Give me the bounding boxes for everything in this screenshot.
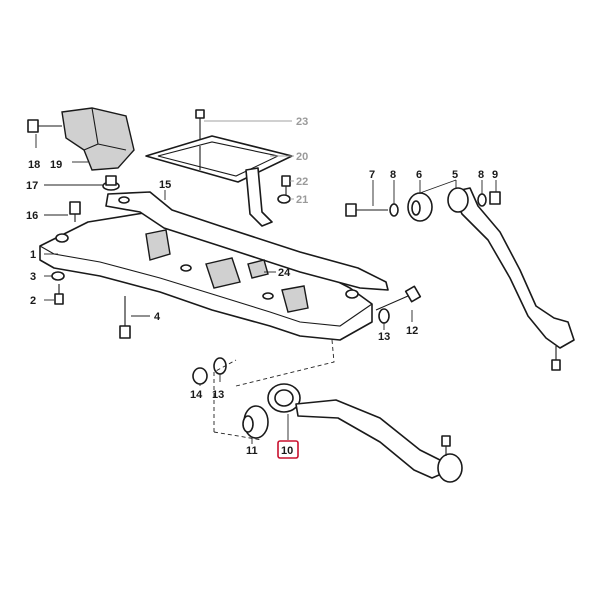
callout-22: 22 xyxy=(296,176,308,188)
leader-lines xyxy=(35,120,497,444)
callout-17: 17 xyxy=(26,180,38,192)
callout-6: 6 xyxy=(416,169,422,181)
fasteners-left xyxy=(51,175,131,339)
bolt-18-part xyxy=(27,119,62,133)
highlight-box xyxy=(277,440,299,459)
bolt-22-part xyxy=(277,175,291,204)
callout-20: 20 xyxy=(296,151,308,163)
fasteners-right xyxy=(375,285,422,324)
callout-10: 10 xyxy=(281,445,293,457)
callout-21: 21 xyxy=(296,194,308,206)
callout-15: 15 xyxy=(159,179,171,191)
strut-part xyxy=(105,191,389,291)
callout-16: 16 xyxy=(26,210,38,222)
callout-14: 14 xyxy=(190,389,203,401)
assembly-dashes xyxy=(213,339,335,441)
callout-11: 11 xyxy=(246,445,258,457)
callout-3: 3 xyxy=(30,271,36,283)
crossmember-part xyxy=(39,211,373,341)
callout-1: 1 xyxy=(30,249,36,261)
mount-24-part xyxy=(247,259,269,279)
callout-4: 4 xyxy=(154,311,161,323)
control-arm-lower-part xyxy=(192,357,463,483)
callout-labels: 1 2 3 4 5 6 7 8 8 9 10 11 12 13 13 14 15… xyxy=(26,116,498,457)
callout-24: 24 xyxy=(278,267,291,279)
cover-plate-part xyxy=(145,109,293,227)
callout-8b: 8 xyxy=(478,169,484,181)
callout-8a: 8 xyxy=(390,169,396,181)
callout-19: 19 xyxy=(50,159,62,171)
callout-2: 2 xyxy=(30,295,36,307)
callout-13a: 13 xyxy=(378,331,390,343)
callout-13b: 13 xyxy=(212,389,224,401)
callout-23: 23 xyxy=(296,116,308,128)
callout-7: 7 xyxy=(369,169,375,181)
callout-18: 18 xyxy=(28,159,40,171)
callout-9: 9 xyxy=(492,169,498,181)
callout-12: 12 xyxy=(406,325,418,337)
heat-shield-part xyxy=(61,107,135,171)
callout-5: 5 xyxy=(452,169,458,181)
